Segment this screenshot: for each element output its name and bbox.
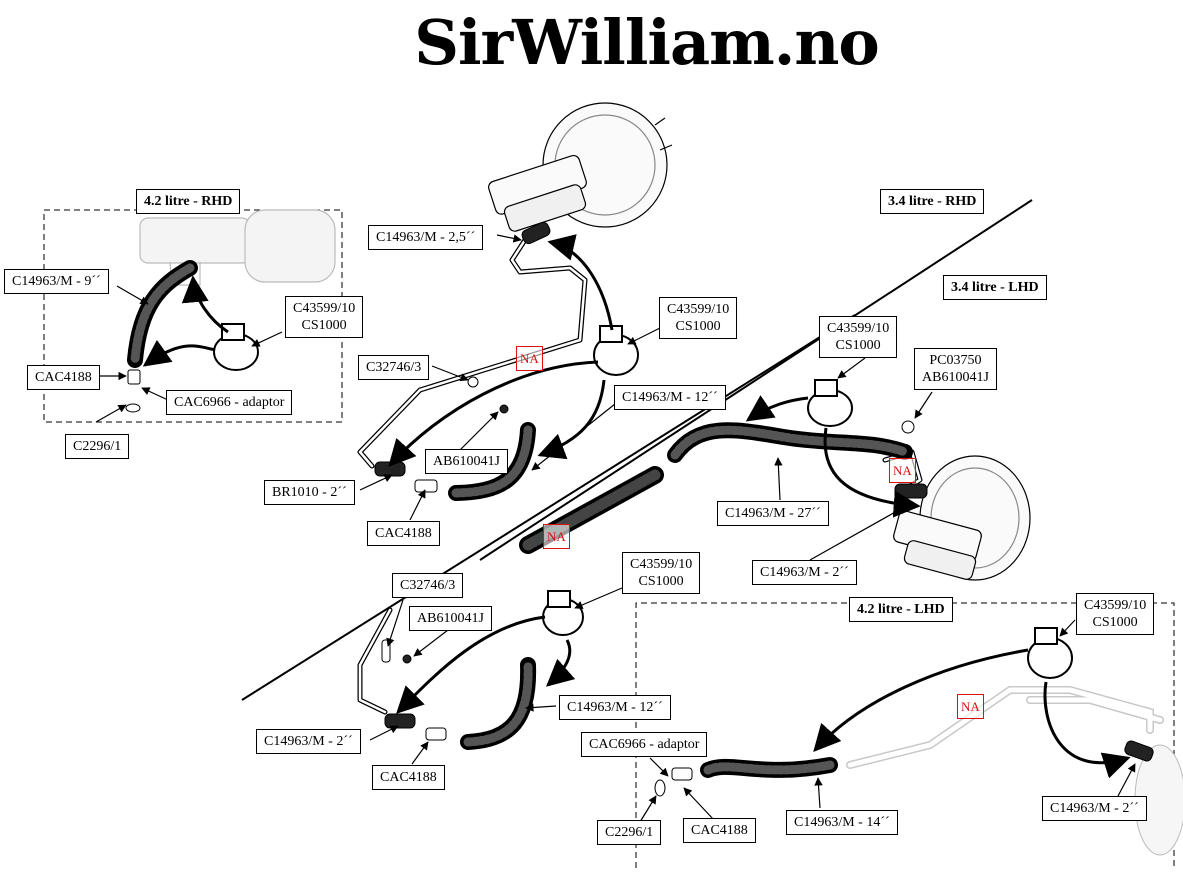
part-code: C43599/10 — [667, 302, 730, 317]
part-label-c32746-lower: C32746/3 — [392, 573, 464, 598]
leader-lines — [95, 234, 1136, 823]
na-mark-2: NA — [889, 458, 916, 483]
part-code: C43599/10 — [827, 321, 890, 336]
part-label-hose-2-lower: C14963/M - 2´´ — [256, 729, 361, 754]
part-label-cac4188-lhd42: CAC4188 — [683, 818, 756, 843]
part-code-alt: CS1000 — [1092, 615, 1138, 630]
part-label-cac4188-rhd34: CAC4188 — [367, 521, 440, 546]
part-label-hose-9: C14963/M - 9´´ — [4, 269, 109, 294]
part-code: C43599/10 — [630, 557, 693, 572]
part-label-hose-14: C14963/M - 14´´ — [786, 810, 898, 835]
part-label-cac4188-rhd42: CAC4188 — [27, 365, 100, 390]
part-label-br1010: BR1010 - 2´´ — [264, 480, 355, 505]
part-label-ab610041j-lower: AB610041J — [409, 606, 492, 631]
part-code-alt: CS1000 — [638, 574, 684, 589]
part-label-clamp-lower: C43599/10 CS1000 — [622, 552, 701, 594]
divider-line-lower — [241, 314, 856, 701]
part-label-washer-rhd42: C2296/1 — [65, 434, 130, 459]
part-label-hose-2-5: C14963/M - 2,5´´ — [368, 225, 484, 250]
part-code-alt: CS1000 — [835, 338, 881, 353]
section-label-4-2-lhd: 4.2 litre - LHD — [849, 597, 953, 622]
na-mark-1: NA — [516, 346, 543, 371]
part-label-clamp-lhd34: C43599/10 CS1000 — [819, 316, 898, 358]
part-label-hose-12-rhd34: C14963/M - 12´´ — [614, 385, 726, 410]
hose-clamps — [213, 323, 1073, 679]
part-code: C43599/10 — [293, 301, 356, 316]
section-label-3-4-rhd: 3.4 litre - RHD — [880, 189, 985, 214]
part-label-c32746-rhd34: C32746/3 — [358, 355, 430, 380]
section-label-4-2-rhd: 4.2 litre - RHD — [136, 189, 241, 214]
ghost-master-cylinder-rhd — [139, 209, 336, 286]
brake-servo-lhd — [893, 455, 1031, 581]
part-label-hose-27: C14963/M - 27´´ — [717, 501, 829, 526]
brake-servo-top — [488, 102, 673, 232]
section-label-3-4-lhd: 3.4 litre - LHD — [943, 275, 1047, 300]
ghost-pipes-lhd-inner — [847, 687, 1163, 768]
part-code-alt: CS1000 — [301, 318, 347, 333]
site-title: SirWilliam.no — [414, 6, 880, 79]
install-arrows — [142, 234, 1131, 779]
divider-line-upper — [479, 199, 1033, 561]
part-code: PC03750 — [929, 353, 982, 368]
part-label-hose-12-lower: C14963/M - 12´´ — [559, 695, 671, 720]
part-label-ab610041j-rhd34: AB610041J — [425, 449, 508, 474]
part-label-clamp-rhd42: C43599/10 CS1000 — [285, 296, 364, 338]
part-code-alt: CS1000 — [675, 319, 721, 334]
part-label-hose-2-lhd34: C14963/M - 2´´ — [752, 560, 857, 585]
part-label-clamp-rhd34: C43599/10 CS1000 — [659, 297, 738, 339]
na-mark-3: NA — [543, 524, 570, 549]
part-label-hose-2-lhd42: C14963/M - 2´´ — [1042, 796, 1147, 821]
part-code-alt: AB610041J — [922, 370, 989, 385]
part-code: C43599/10 — [1084, 598, 1147, 613]
part-label-washer-lhd42: C2296/1 — [597, 820, 662, 845]
part-label-adaptor-rhd42: CAC6966 - adaptor — [166, 390, 293, 415]
na-mark-4: NA — [957, 694, 984, 719]
part-label-adaptor-lhd42: CAC6966 - adaptor — [581, 732, 708, 757]
part-label-cac4188-lower: CAC4188 — [372, 765, 445, 790]
part-label-clip-lhd34: PC03750 AB610041J — [914, 348, 997, 390]
part-label-clamp-lhd42: C43599/10 CS1000 — [1076, 593, 1155, 635]
